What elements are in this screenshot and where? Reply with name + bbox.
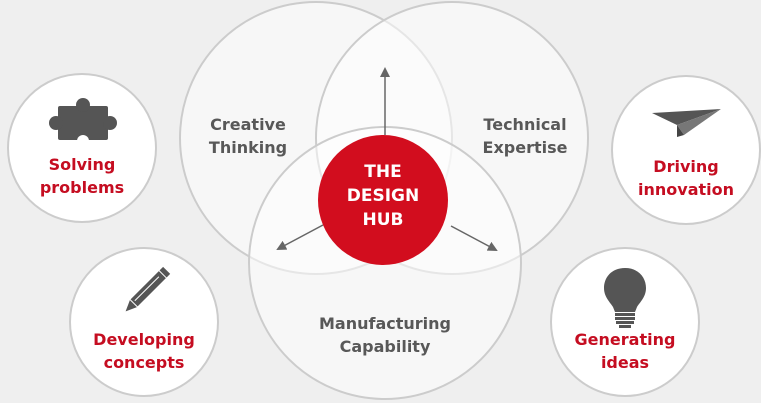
solving-problems-line-1: Solving <box>48 155 116 174</box>
developing-concepts-label: Developing concepts <box>82 328 206 374</box>
puzzle-piece-icon <box>49 98 117 147</box>
developing-concepts-line-2: concepts <box>103 353 185 372</box>
creative-thinking-label: Creative Thinking <box>190 113 306 159</box>
generating-ideas-line-1: Generating <box>574 330 676 349</box>
generating-ideas-label: Generating ideas <box>563 328 687 374</box>
manufacturing-capability-line-2: Capability <box>339 337 431 356</box>
satellite-circle-developing <box>69 247 219 397</box>
arrow-left <box>276 224 324 250</box>
design-hub-line-1: THE <box>364 162 402 182</box>
design-hub-line-2: DESIGN <box>346 186 420 206</box>
generating-ideas-line-2: ideas <box>600 353 650 372</box>
driving-innovation-line-1: Driving <box>653 157 719 176</box>
solving-problems-label: Solving problems <box>22 153 142 199</box>
developing-concepts-line-1: Developing <box>93 330 195 349</box>
technical-expertise-line-2: Expertise <box>482 138 568 157</box>
technical-expertise-line-1: Technical <box>483 115 567 134</box>
technical-expertise-label: Technical Expertise <box>463 113 587 159</box>
hub-circle <box>318 135 448 265</box>
arrow-right <box>450 225 498 251</box>
driving-innovation-line-2: innovation <box>638 180 734 199</box>
paper-plane-icon <box>652 109 721 137</box>
creative-thinking-line-2: Thinking <box>208 138 288 157</box>
driving-innovation-label: Driving innovation <box>624 155 748 201</box>
design-hub-line-3: HUB <box>362 210 404 230</box>
pencil-icon <box>125 266 171 312</box>
manufacturing-capability-label: Manufacturing Capability <box>305 312 465 358</box>
satellite-circle-driving <box>611 75 761 225</box>
satellite-circle-solving <box>7 73 157 223</box>
manufacturing-capability-line-1: Manufacturing <box>319 314 451 333</box>
solving-problems-line-2: problems <box>39 178 125 197</box>
creative-thinking-line-1: Creative <box>210 115 286 134</box>
light-bulb-icon <box>604 268 646 328</box>
design-hub-label: THE DESIGN HUB <box>323 160 443 232</box>
